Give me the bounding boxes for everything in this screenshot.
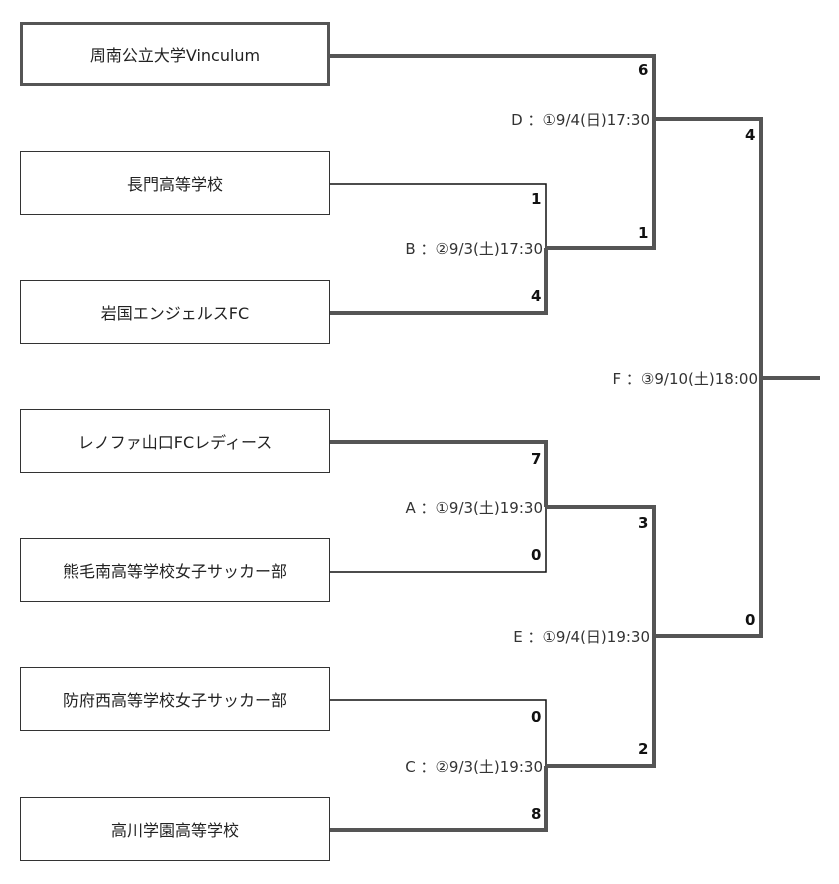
match-label-d: D ：①9/4(日)17:30 [511, 111, 650, 129]
line-takagawa [330, 766, 548, 832]
score-d-top: 6 [638, 61, 649, 79]
team-box-nagato: 長門高等学校 [20, 151, 330, 215]
score-f-top: 4 [745, 126, 756, 144]
team-box-shunan: 周南公立大学Vinculum [20, 22, 330, 86]
score-c-bottom: 8 [531, 805, 542, 823]
loser-paths [330, 183, 547, 766]
score-b-bottom: 4 [531, 287, 542, 305]
line-d-winner [654, 117, 763, 378]
match-label-f: F ：③9/10(土)18:00 [612, 370, 758, 388]
score-e-top: 3 [638, 514, 649, 532]
line-a-winner [546, 505, 656, 636]
score-c-top: 0 [531, 708, 542, 726]
winner-paths [330, 54, 820, 832]
match-label-b: B ：②9/3(土)17:30 [405, 240, 543, 258]
line-hofunishi [330, 699, 547, 766]
team-box-hofunishi: 防府西高等学校女子サッカー部 [20, 667, 330, 731]
line-c-winner [546, 636, 656, 768]
score-a-top: 7 [531, 450, 542, 468]
score-e-bottom: 2 [638, 740, 649, 758]
score-d-bottom: 1 [638, 224, 649, 242]
line-b-winner [546, 119, 656, 250]
score-f-bottom: 0 [745, 611, 756, 629]
score-a-bottom: 0 [531, 546, 542, 564]
line-renofa [330, 440, 548, 507]
line-shunan [330, 54, 656, 119]
score-b-top: 1 [531, 190, 542, 208]
line-nagato [330, 183, 547, 248]
team-box-kumage: 熊毛南高等学校女子サッカー部 [20, 538, 330, 602]
line-kumage [330, 507, 547, 573]
line-e-out [654, 378, 763, 638]
match-label-e: E ：①9/4(日)19:30 [513, 628, 650, 646]
team-box-iwakuni: 岩国エンジェルスFC [20, 280, 330, 344]
team-box-takagawa: 高川学園高等学校 [20, 797, 330, 861]
match-label-a: A ：①9/3(土)19:30 [405, 499, 543, 517]
match-label-c: C ：②9/3(土)19:30 [405, 758, 543, 776]
line-iwakuni [330, 248, 548, 315]
team-box-renofa: レノファ山口FCレディース [20, 409, 330, 473]
